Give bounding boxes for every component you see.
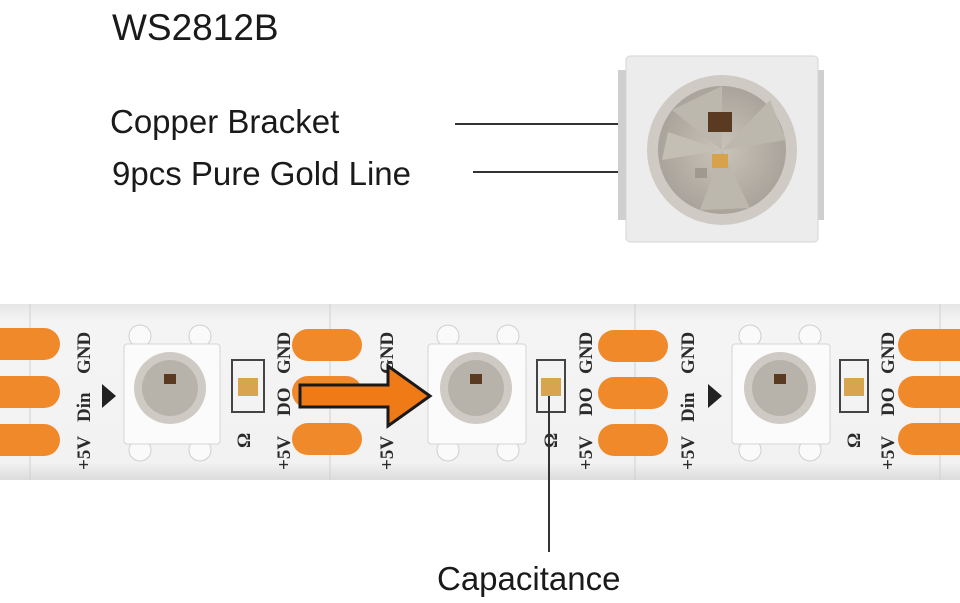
- solder-pad: [898, 329, 960, 361]
- solder-pad: [598, 424, 668, 456]
- solder-pad: [0, 328, 60, 360]
- silk-5v: +5V: [678, 436, 699, 470]
- solder-pad: [898, 376, 960, 408]
- silk-do: DO: [576, 388, 597, 417]
- solder-pad: [0, 424, 60, 456]
- solder-pad: [598, 330, 668, 362]
- solder-pad: [292, 423, 362, 455]
- solder-pad: [598, 377, 668, 409]
- silk-gnd: GND: [377, 332, 398, 374]
- silk-gnd: GND: [678, 332, 699, 374]
- capacitance-label: Capacitance: [437, 560, 620, 597]
- solder-pad: [292, 329, 362, 361]
- led-closeup: [618, 55, 824, 243]
- led-unit: [731, 324, 869, 462]
- silk-5v: +5V: [377, 436, 398, 470]
- chip-title: WS2812B: [112, 7, 279, 48]
- silk-omega: Ω: [844, 433, 865, 448]
- gold-line-label: 9pcs Pure Gold Line: [112, 155, 411, 192]
- silk-omega: Ω: [234, 433, 255, 448]
- solder-pad: [898, 423, 960, 455]
- silk-5v: +5V: [878, 436, 899, 470]
- silkscreen-labels: GND Din +5V Ω GND DO +5V GND +5V Ω GND D…: [74, 332, 899, 470]
- silk-5v: +5V: [576, 436, 597, 470]
- direction-triangle-icon: [708, 384, 722, 408]
- led-unit: [427, 324, 566, 462]
- copper-bracket-label: Copper Bracket: [110, 103, 339, 140]
- silk-din: Din: [678, 392, 699, 422]
- silk-gnd: GND: [74, 332, 95, 374]
- direction-triangle-icon: [102, 384, 116, 408]
- silk-gnd: GND: [878, 332, 899, 374]
- solder-pad: [0, 376, 60, 408]
- silk-din: Din: [74, 392, 95, 422]
- signal-arrow-icon: [298, 363, 433, 429]
- silk-do: DO: [274, 388, 295, 417]
- silk-omega: Ω: [541, 433, 562, 448]
- silk-gnd: GND: [576, 332, 597, 374]
- silk-5v: +5V: [74, 436, 95, 470]
- led-unit: [123, 324, 265, 462]
- silk-gnd: GND: [274, 332, 295, 374]
- silk-do: DO: [878, 388, 899, 417]
- silk-5v: +5V: [274, 436, 295, 470]
